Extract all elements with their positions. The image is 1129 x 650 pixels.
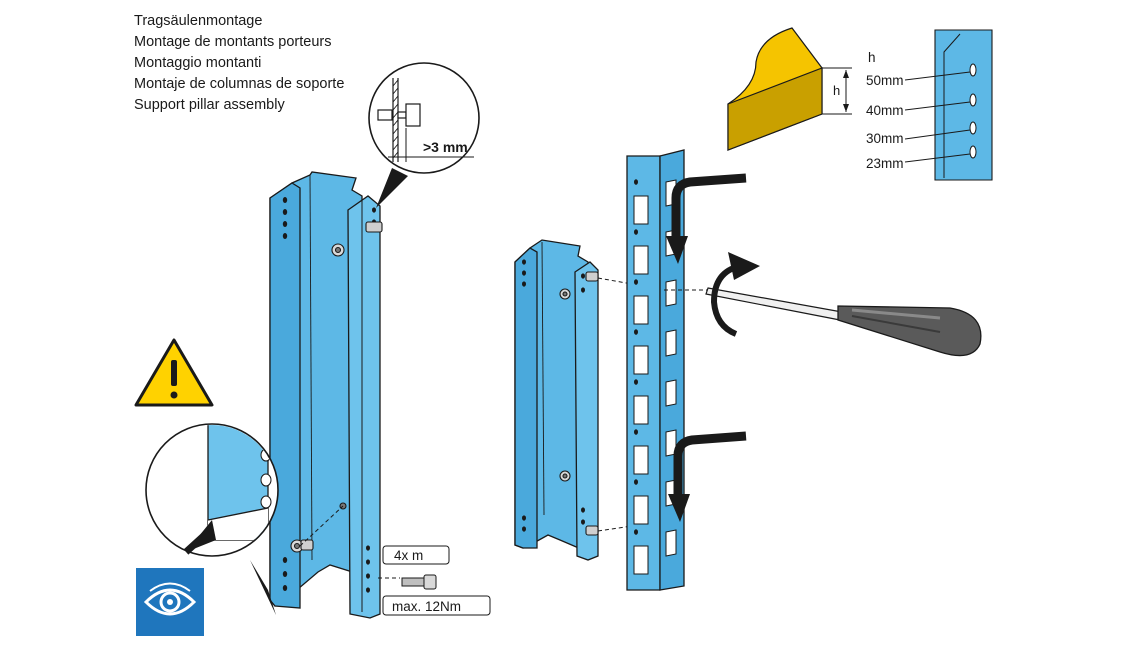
beam-height-detail: h <box>727 27 852 151</box>
insert-arrow-icon <box>183 520 216 555</box>
gap-detail-magnifier: >3 mm <box>368 62 480 208</box>
title-fr: Montage de montants porteurs <box>134 34 332 50</box>
screw-spec: 4x m max. 12Nm <box>382 545 491 616</box>
left-bracket <box>269 171 400 619</box>
size-30mm: 30mm <box>866 131 904 146</box>
right-bracket <box>514 239 633 561</box>
title-en: Support pillar assembly <box>134 97 285 113</box>
size-40mm: 40mm <box>866 103 904 118</box>
insert-arrow-icon <box>666 173 747 522</box>
title-de: Tragsäulenmontage <box>134 13 263 29</box>
size-50mm: 50mm <box>866 73 904 88</box>
rotate-arrow-icon <box>710 252 760 337</box>
gap-label: >3 mm <box>423 139 468 155</box>
eye-inspection-icon <box>136 568 204 636</box>
title-block: Tragsäulenmontage Montage de montants po… <box>134 11 434 116</box>
title-es: Montaje de columnas de soporte <box>134 76 345 92</box>
screw-count-label: 4x m <box>394 548 423 563</box>
screw-icon <box>401 574 437 590</box>
torque-label: max. 12Nm <box>392 599 461 614</box>
warning-icon <box>134 338 214 407</box>
size-column-header: h <box>868 50 876 65</box>
beam-h-label: h <box>833 83 840 98</box>
hole-size-detail: h 50mm 40mm 30mm 23mm <box>866 29 993 181</box>
hole-detail-magnifier <box>145 423 279 615</box>
screwdriver-icon <box>664 287 982 357</box>
title-it: Montaggio montanti <box>134 55 262 71</box>
size-23mm: 23mm <box>866 156 904 171</box>
